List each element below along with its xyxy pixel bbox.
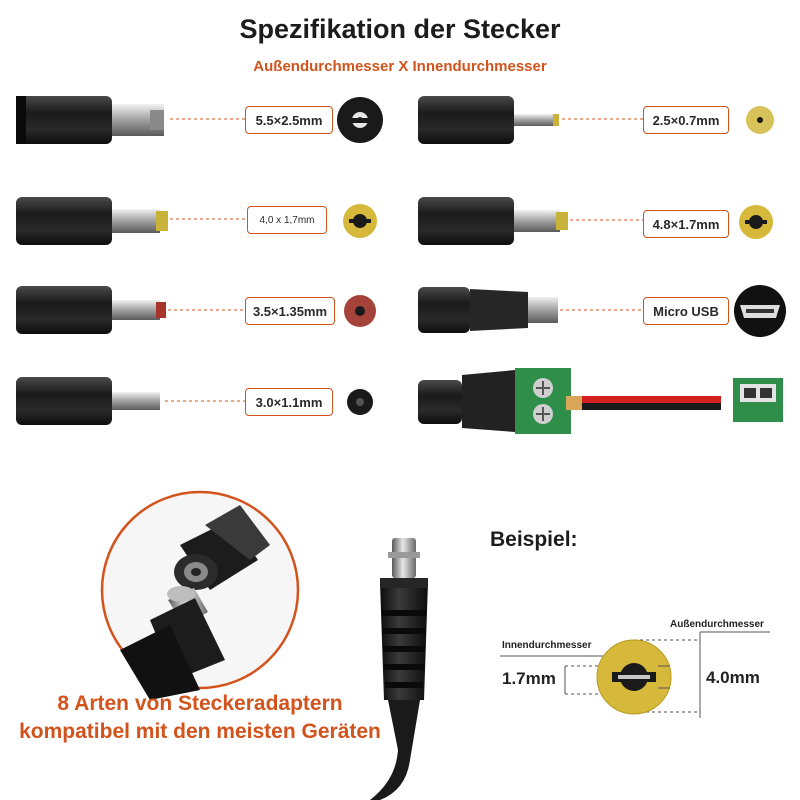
page-subtitle: Außendurchmesser X Innendurchmesser (253, 58, 547, 75)
page-title: Spezifikation der Stecker (239, 14, 561, 44)
example-diagram (500, 631, 770, 718)
face-3-5x1-35 (344, 295, 376, 327)
caption-line-1: 8 Arten von Steckeradaptern (57, 692, 343, 715)
face-4-0x1-7 (343, 204, 377, 238)
spec-label-3-5x1-35: 3.5×1.35mm (245, 297, 335, 325)
outer-diameter-value: 4.0mm (706, 668, 760, 687)
connector-4-0x1-7 (16, 197, 247, 245)
connector-3-0x1-1 (16, 377, 245, 425)
zoom-circle (100, 490, 300, 700)
spec-label-micro-usb: Micro USB (643, 297, 729, 325)
connector-terminal-block (418, 368, 721, 434)
example-heading: Beispiel: (490, 528, 578, 551)
face-2-5x0-7 (746, 106, 774, 134)
spec-label-5-5x2-5: 5.5×2.5mm (245, 106, 333, 134)
connector-3-5x1-35 (16, 286, 245, 334)
face-4-8x1-7 (739, 205, 773, 239)
connector-4-8x1-7 (418, 197, 643, 245)
caption-line-2: kompatibel mit den meisten Geräten (19, 720, 381, 743)
connector-micro-usb (418, 287, 643, 333)
face-terminal-block (733, 378, 783, 422)
main-plug (370, 538, 428, 800)
connector-2-5x0-7 (418, 96, 643, 144)
spec-label-3-0x1-1: 3.0×1.1mm (245, 388, 333, 416)
caption: 8 Arten von Steckeradaptern kompatibel m… (0, 690, 400, 746)
spec-label-2-5x0-7: 2.5×0.7mm (643, 106, 729, 134)
face-3-0x1-1 (347, 389, 373, 415)
connector-5-5x2-5 (16, 96, 245, 144)
inner-diameter-label: Innendurchmesser (502, 640, 592, 651)
face-5-5x2-5 (337, 97, 383, 143)
outer-diameter-label: Außendurchmesser (670, 619, 764, 630)
spec-label-4-8x1-7: 4.8×1.7mm (643, 210, 729, 238)
inner-diameter-value: 1.7mm (502, 669, 556, 688)
face-micro-usb (734, 285, 786, 337)
spec-label-4-0x1-7: 4,0 x 1,7mm (247, 206, 327, 234)
